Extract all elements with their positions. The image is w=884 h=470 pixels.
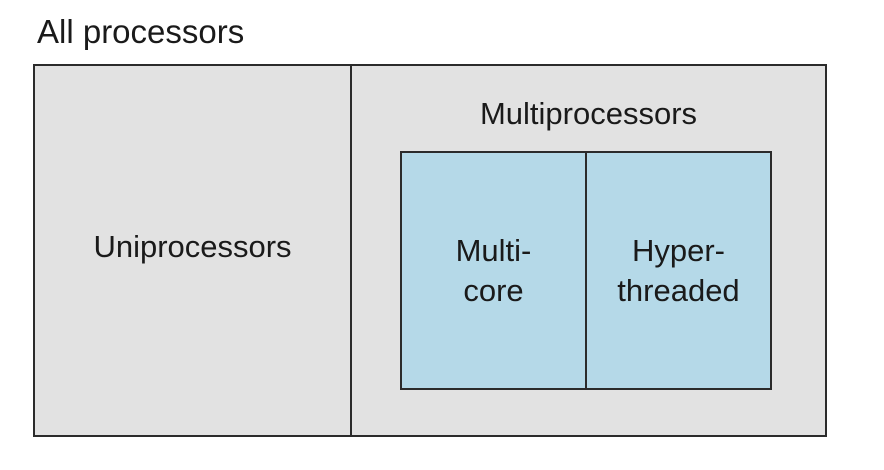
all-processors-title: All processors (37, 13, 245, 50)
hyperthreaded-cell: Hyper- threaded (587, 153, 770, 388)
multiprocessors-region: Multiprocessors Multi- core Hyper- threa… (352, 66, 825, 435)
all-processors-box: Uniprocessors Multiprocessors Multi- cor… (33, 64, 827, 437)
multicore-cell: Multi- core (402, 153, 587, 388)
multiprocessor-types-box: Multi- core Hyper- threaded (400, 151, 772, 390)
uniprocessors-region: Uniprocessors (35, 66, 352, 435)
hyperthreaded-label-line1: Hyper- (631, 232, 725, 268)
hyperthreaded-label-line2: threaded (617, 272, 740, 308)
multiprocessors-label: Multiprocessors (479, 96, 698, 131)
hyperthreaded-label: Hyper- threaded (617, 231, 739, 311)
multicore-label-line1: Multi- (455, 232, 532, 268)
multicore-label: Multi- core (456, 231, 532, 311)
multicore-label-line2: core (463, 272, 524, 308)
uniprocessors-label: Uniprocessors (93, 229, 292, 264)
